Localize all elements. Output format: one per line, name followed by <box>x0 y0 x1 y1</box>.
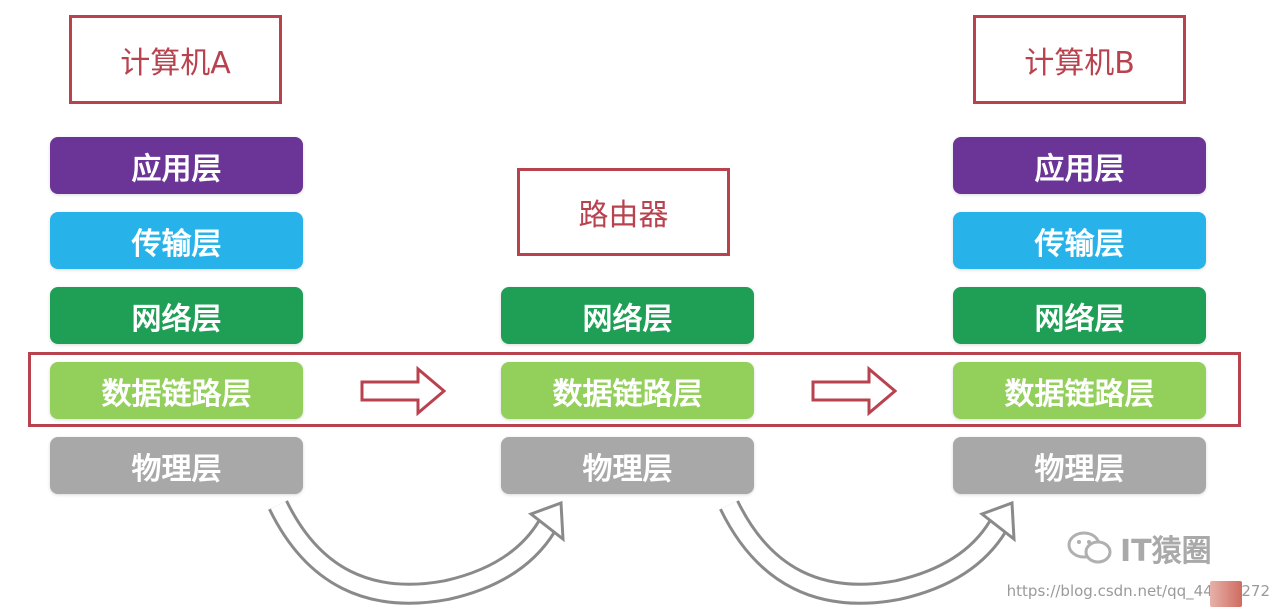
datalink-highlight-frame <box>28 352 1241 427</box>
layer-label: 物理层 <box>1034 451 1125 487</box>
source-url: https://blog.csdn.net/qq_44209272 <box>1006 582 1270 600</box>
layer-label: 应用层 <box>131 151 222 187</box>
computer-b-physical-layer: 物理层 <box>953 437 1206 494</box>
router-physical-layer: 物理层 <box>501 437 754 494</box>
computer-a-application-layer: 应用层 <box>50 137 303 194</box>
computer-b-box: 计算机B <box>973 15 1186 104</box>
layer-label: 物理层 <box>582 451 673 487</box>
layer-label: 数据链路层 <box>552 376 703 412</box>
layer-label: 传输层 <box>131 226 222 262</box>
computer-a-physical-layer: 物理层 <box>50 437 303 494</box>
curved-arrow-icon <box>719 500 1016 605</box>
layer-label: 传输层 <box>1034 226 1125 262</box>
computer-b-network-layer: 网络层 <box>953 287 1206 344</box>
layer-label: 网络层 <box>131 301 222 337</box>
layer-label: 应用层 <box>1034 151 1125 187</box>
right-arrow-icon <box>811 365 898 417</box>
computer-a-box: 计算机A <box>69 15 282 104</box>
router-label: 路由器 <box>578 198 669 233</box>
corner-logo <box>1210 581 1242 607</box>
computer-b-application-layer: 应用层 <box>953 137 1206 194</box>
layer-label: 数据链路层 <box>101 376 252 412</box>
layer-label: 网络层 <box>582 301 673 337</box>
computer-b-label: 计算机B <box>1024 45 1135 81</box>
layer-label: 物理层 <box>131 451 222 487</box>
computer-a-datalink-layer: 数据链路层 <box>50 362 303 419</box>
computer-a-transport-layer: 传输层 <box>50 212 303 269</box>
computer-a-label: 计算机A <box>120 45 231 81</box>
computer-b-transport-layer: 传输层 <box>953 212 1206 269</box>
brand-watermark: IT猿圈 <box>1066 526 1212 570</box>
computer-a-network-layer: 网络层 <box>50 287 303 344</box>
curved-arrow-icon <box>268 500 565 605</box>
layer-label: 数据链路层 <box>1004 376 1155 412</box>
brand-text: IT猿圈 <box>1120 534 1212 569</box>
wechat-icon <box>1067 531 1112 564</box>
right-arrow-icon <box>360 365 447 417</box>
computer-b-datalink-layer: 数据链路层 <box>953 362 1206 419</box>
router-box: 路由器 <box>517 168 730 256</box>
router-network-layer: 网络层 <box>501 287 754 344</box>
router-datalink-layer: 数据链路层 <box>501 362 754 419</box>
layer-label: 网络层 <box>1034 301 1125 337</box>
